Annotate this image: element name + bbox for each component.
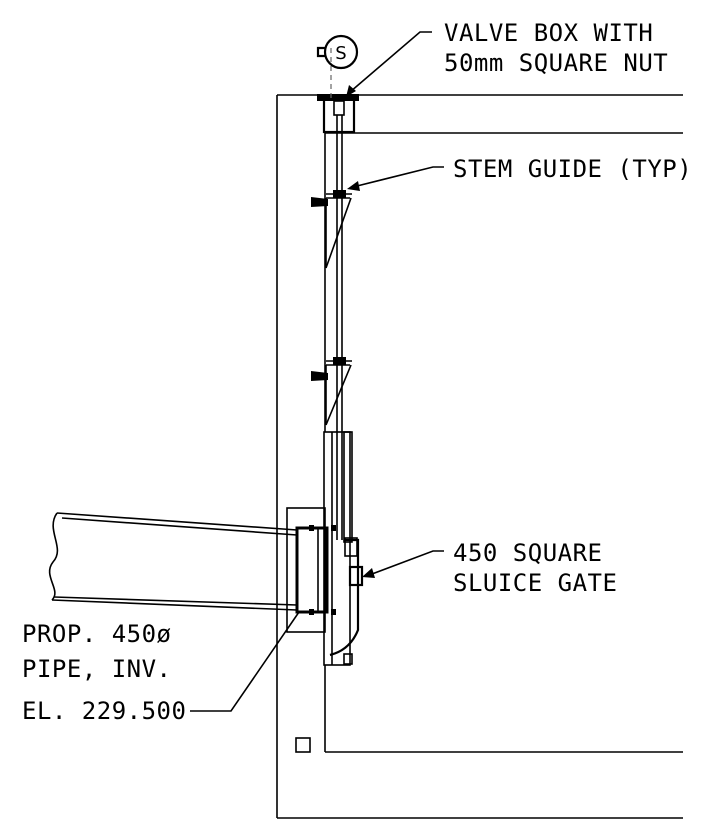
valve-box-label-line1: VALVE BOX WITH xyxy=(444,19,653,47)
valve-box-lid xyxy=(317,94,359,101)
stem-guide-upper-bolt xyxy=(311,197,328,207)
sluice-gate-arrow xyxy=(362,568,375,578)
frame-upper-rail xyxy=(343,431,353,543)
stem-guide-lower xyxy=(311,357,352,426)
sluice-gate-leader xyxy=(371,550,444,575)
thimble-bolt-top-2 xyxy=(331,525,336,531)
stem-guide-leader xyxy=(356,166,444,187)
pipe-top-outer xyxy=(56,512,298,531)
valve-symbol-circle xyxy=(323,34,359,70)
thimble-flange xyxy=(295,526,329,614)
gate-lifting-lug xyxy=(344,537,358,557)
pipe-leader xyxy=(190,611,300,712)
pipe-break-end xyxy=(48,512,59,601)
frame-upper-guide xyxy=(323,431,351,666)
pipe-top-inner xyxy=(61,517,298,536)
chamber-structure xyxy=(276,94,683,819)
sluice-gate-label-line1: 450 SQUARE xyxy=(453,539,603,567)
valve-symbol: S xyxy=(316,34,359,70)
floor-notch xyxy=(295,737,311,753)
valve-box xyxy=(317,48,359,134)
stem-guide-label: STEM GUIDE (TYP) xyxy=(453,155,692,183)
gate-leaf xyxy=(329,538,360,657)
gate-bottom-seal xyxy=(343,653,353,665)
gate-frame xyxy=(323,431,364,666)
gate-wedge xyxy=(348,565,364,587)
stem-guide-arrow xyxy=(347,181,360,191)
valve-box-leader xyxy=(349,31,432,93)
thimble-bolt-bot-2 xyxy=(331,609,336,615)
gate-stem xyxy=(336,115,343,540)
stem-guide-lower-bolt xyxy=(311,371,328,381)
leaders xyxy=(190,31,444,712)
wall-thimble xyxy=(286,507,336,633)
pipe-label-line1: PROP. 450ø xyxy=(22,620,172,648)
valve-symbol-tab xyxy=(316,46,325,58)
pipe-label-line2: PIPE, INV. xyxy=(22,655,172,683)
stem-guide-lower-diag xyxy=(325,364,352,426)
stem-guide-upper xyxy=(311,190,352,269)
pipe-label-line3: EL. 229.500 xyxy=(22,697,186,725)
thimble-bolt-top-1 xyxy=(309,525,314,531)
stem-guide-upper-bracket xyxy=(325,193,352,268)
square-nut xyxy=(333,100,345,116)
annotations: VALVE BOX WITH 50mm SQUARE NUT STEM GUID… xyxy=(22,19,692,725)
proposed-pipe xyxy=(48,512,298,611)
valve-box-label-line2: 50mm SQUARE NUT xyxy=(444,49,668,77)
valve-symbol-letter: S xyxy=(335,43,346,64)
sluice-gate-label-line2: SLUICE GATE xyxy=(453,569,617,597)
valve-box-arrow xyxy=(346,85,356,97)
thimble-bolt-bot-1 xyxy=(309,609,314,615)
pipe-bottom-outer xyxy=(51,599,298,611)
stem-guide-upper-diag xyxy=(325,197,352,269)
pipe-bottom-inner xyxy=(53,596,298,606)
wall-opening xyxy=(286,507,326,633)
